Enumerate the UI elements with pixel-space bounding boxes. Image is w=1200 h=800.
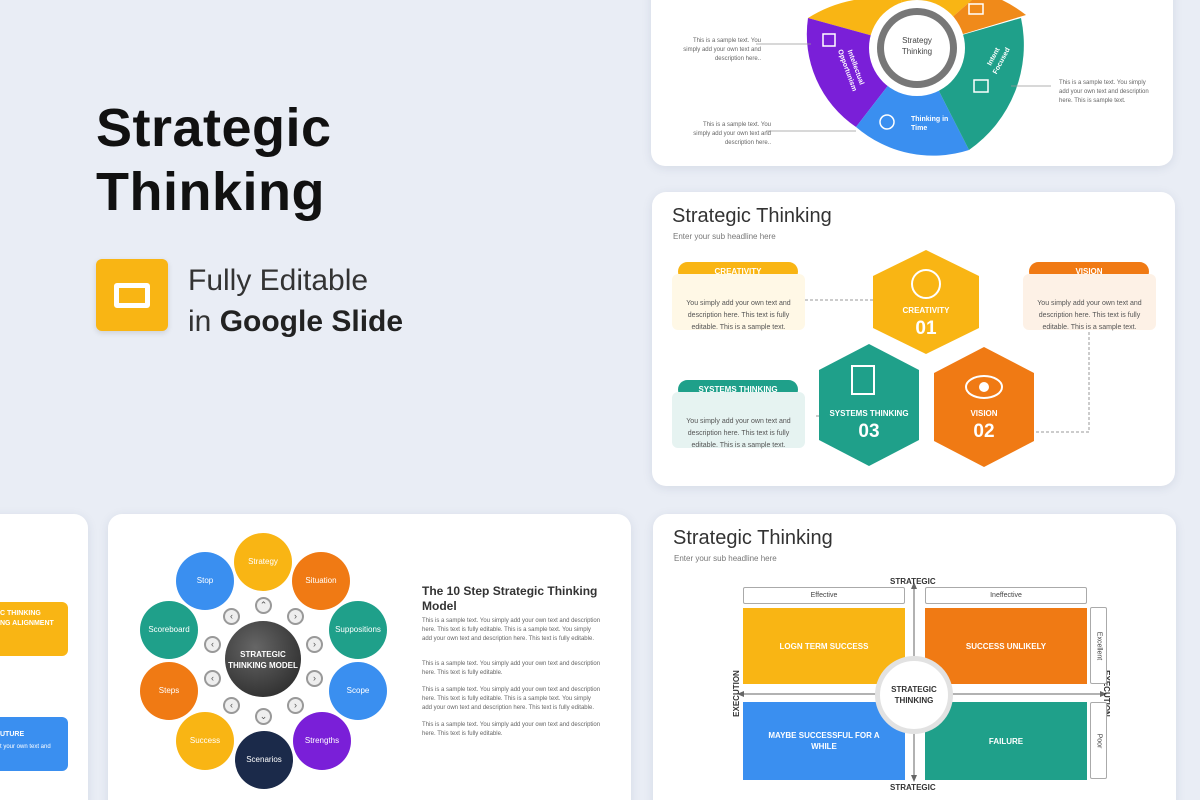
col-ineffective: Ineffective [925, 587, 1087, 604]
arrow-icon: ‹ [223, 697, 240, 714]
hex-vision-label: VISION [970, 409, 998, 418]
segment-label-thinking-in-time: Thinking in Time [911, 116, 949, 132]
step-scenarios: Scenarios [235, 731, 293, 789]
partial-label1-line1: C THINKING [0, 610, 41, 617]
wheel-sample-text-3: This is a sample text. You simply add yo… [1059, 80, 1149, 104]
hex-vision [934, 347, 1034, 467]
arrow-icon: ‹ [204, 670, 221, 687]
hex-creativity-label: CREATIVITY [902, 306, 950, 315]
arrow-icon: › [306, 636, 323, 653]
hex-systems-number: 03 [858, 421, 880, 442]
vision-box: You simply add your own text and descrip… [1023, 274, 1156, 331]
matrix-center-line2: THINKING [894, 696, 934, 705]
hex-slide-subtitle: Enter your sub headline here [673, 232, 776, 241]
hex-systems [819, 344, 919, 466]
wheel-sample-text-2: This is a sample text. You simply add yo… [693, 122, 771, 146]
steps-center-line2: THINKING MODEL [228, 661, 298, 670]
systems-icon [851, 365, 875, 395]
connector-lines [805, 250, 1090, 467]
steps-para-3: This is a sample text. You simply add yo… [422, 687, 601, 711]
arrow-icon: › [287, 697, 304, 714]
matrix-center: STRATEGIC THINKING [875, 656, 953, 734]
step-suppositions: Suppositions [329, 601, 387, 659]
systems-box: You simply add your own text and descrip… [672, 392, 805, 449]
partial-slide-card[interactable]: C THINKING NG ALIGNMENT UTURE t your own… [0, 514, 88, 800]
partial-label2: UTURE [0, 731, 25, 738]
arrow-icon: ‹ [223, 608, 240, 625]
hero-title-line1: Strategic [96, 98, 332, 158]
arrow-icon: ‹ [204, 636, 221, 653]
quadrant-failure: FAILURE [925, 702, 1087, 780]
hex-slide-card[interactable]: Strategic Thinking Enter your sub headli… [652, 192, 1175, 486]
hex-vision-number: 02 [973, 421, 995, 442]
hex-slide-title: Strategic Thinking [672, 205, 832, 227]
hero-title-line2: Thinking [96, 162, 325, 222]
step-scoreboard: Scoreboard [140, 601, 198, 659]
axis-bottom-label: STRATEGIC [890, 783, 936, 792]
step-stop: Stop [176, 552, 234, 610]
col-effective: Effective [743, 587, 905, 604]
step-situation: Situation [292, 552, 350, 610]
step-strategy: Strategy [234, 533, 292, 591]
step-strengths: Strengths [293, 712, 351, 770]
matrix-slide-card[interactable]: Strategic Thinking Enter your sub headli… [653, 514, 1176, 800]
row-excellent: Excellent [1090, 607, 1107, 684]
row-excellent-label: Excellent [1095, 631, 1102, 660]
editable-bold: Google Slide [219, 305, 404, 338]
quadrant-maybe-successful: MAYBE SUCCESSFUL FOR A WHILE [743, 702, 905, 780]
arrow-icon: › [287, 608, 304, 625]
step-success: Success [176, 712, 234, 770]
wheel-center-label: Strategy Thinking [877, 35, 957, 57]
partial-label-alignment: C THINKING NG ALIGNMENT [0, 602, 68, 656]
row-poor-label: Poor [1095, 733, 1102, 748]
wheel-center-line2: Thinking [901, 47, 933, 56]
partial-label-future: UTURE t your own text and [0, 717, 68, 771]
arrow-up-icon: ⌃ [255, 597, 272, 614]
arrow-down-icon: ⌄ [255, 708, 272, 725]
editable-caption: Fully Editable in Google Slide [188, 260, 403, 342]
steps-heading: The 10 Step Strategic Thinking Model [422, 584, 612, 614]
row-poor: Poor [1090, 702, 1107, 779]
wheel-center-line1: Strategy [902, 36, 932, 45]
steps-para-2: This is a sample text. You simply add yo… [422, 661, 601, 676]
steps-slide-card[interactable]: Strategy Situation Suppositions Scope St… [108, 514, 631, 800]
wheel-sample-text-1: This is a sample text. You simply add yo… [683, 38, 761, 62]
axis-top-label: STRATEGIC [890, 577, 936, 586]
steps-center-line1: STRATEGIC [240, 650, 286, 659]
brain-icon [911, 269, 941, 299]
editable-prefix: in [188, 305, 220, 338]
steps-para-4: This is a sample text. You simply add yo… [422, 722, 601, 737]
wheel-graphic [756, 0, 1051, 156]
quadrant-success-unlikely: SUCCESS UNLIKELY [925, 608, 1087, 684]
quadrant-long-term-success: LOGN TERM SUCCESS [743, 608, 905, 684]
hex-creativity-number: 01 [915, 318, 937, 339]
google-slides-icon [96, 259, 168, 331]
wheel-slide-card[interactable]: Strategy Thinking Intellectual Opportuni… [651, 0, 1173, 166]
matrix-slide-title: Strategic Thinking [673, 527, 833, 549]
editable-line1: Fully Editable [188, 264, 369, 297]
creativity-box: You simply add your own text and descrip… [672, 274, 805, 331]
axis-left-label: EXECUTION [731, 670, 741, 717]
hex-creativity [873, 250, 979, 354]
steps-para-1: This is a sample text. You simply add yo… [422, 618, 601, 642]
matrix-slide-subtitle: Enter your sub headline here [674, 554, 777, 563]
arrow-icon: › [306, 670, 323, 687]
step-scope: Scope [329, 662, 387, 720]
eye-icon [965, 375, 1003, 399]
partial-label1-line2: NG ALIGNMENT [0, 620, 54, 627]
steps-heading-line1: The 10 Step Strategic Thinking [422, 584, 598, 598]
hex-systems-label: SYSTEMS THINKING [829, 409, 909, 418]
steps-heading-line2: Model [422, 599, 457, 613]
steps-center: STRATEGIC THINKING MODEL [225, 621, 301, 697]
hero-title: Strategic Thinking [96, 96, 332, 224]
matrix-center-line1: STRATEGIC [891, 685, 937, 694]
partial-label2-text: t your own text and [0, 744, 51, 750]
step-steps: Steps [140, 662, 198, 720]
